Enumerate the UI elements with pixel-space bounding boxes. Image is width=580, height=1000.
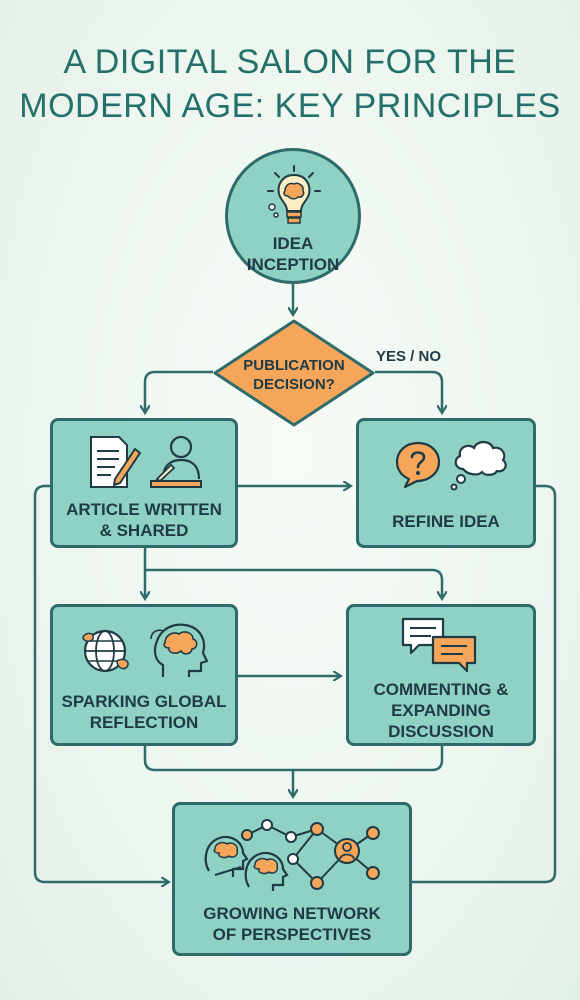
decision-line-2: DECISION? bbox=[253, 376, 335, 393]
globe-icon bbox=[82, 629, 129, 673]
publication-decision-label: PUBLICATION DECISION? bbox=[213, 356, 375, 394]
arrow-decision-to-article bbox=[145, 370, 213, 412]
thought-cloud-icon bbox=[450, 440, 507, 491]
growing-network-label: GROWING NETWORK OF PERSPECTIVES bbox=[175, 903, 409, 945]
idea-inception-node: IDEA INCEPTION bbox=[225, 148, 361, 284]
commenting-node: COMMENTING & EXPANDING DISCUSSION bbox=[346, 604, 536, 746]
commenting-label: COMMENTING & EXPANDING DISCUSSION bbox=[349, 679, 533, 742]
page-title: A DIGITAL SALON FOR THE MODERN AGE: KEY … bbox=[0, 40, 580, 128]
yes-no-label: YES / NO bbox=[376, 348, 442, 365]
sparking-line-1: SPARKING GLOBAL bbox=[61, 692, 227, 711]
line-right-loop bbox=[412, 484, 557, 884]
title-line-1: A DIGITAL SALON FOR THE bbox=[63, 43, 517, 81]
chat-bubbles-icon bbox=[401, 617, 477, 673]
article-line-2: & SHARED bbox=[99, 521, 189, 540]
arrow-merge-to-network bbox=[143, 746, 444, 772]
commenting-line-1: COMMENTING & bbox=[373, 680, 509, 699]
head-brain-icon bbox=[150, 623, 209, 677]
publication-decision-diamond bbox=[213, 319, 375, 427]
idea-inception-label: IDEA INCEPTION bbox=[228, 233, 358, 275]
question-bubble-icon bbox=[395, 441, 441, 489]
idea-inception-line-2: INCEPTION bbox=[246, 255, 340, 274]
person-writing-icon bbox=[150, 435, 202, 488]
sparking-line-2: REFLECTION bbox=[89, 713, 199, 732]
refine-idea-node: REFINE IDEA bbox=[356, 418, 536, 548]
arrow-article-to-commenting bbox=[145, 568, 442, 598]
commenting-line-2: EXPANDING bbox=[391, 701, 491, 720]
sparking-reflection-label: SPARKING GLOBAL REFLECTION bbox=[53, 691, 235, 733]
head-network-icon bbox=[204, 819, 380, 891]
lightbulb-brain-icon bbox=[267, 165, 321, 224]
network-line-1: GROWING NETWORK bbox=[203, 904, 381, 923]
sparking-reflection-node: SPARKING GLOBAL REFLECTION bbox=[50, 604, 238, 746]
arrow-decision-to-refine bbox=[375, 370, 442, 412]
idea-inception-line-1: IDEA bbox=[272, 234, 314, 253]
decision-line-1: PUBLICATION bbox=[243, 357, 345, 374]
refine-idea-label: REFINE IDEA bbox=[359, 511, 533, 532]
article-written-node: ARTICLE WRITTEN & SHARED bbox=[50, 418, 238, 548]
network-line-2: OF PERSPECTIVES bbox=[212, 925, 372, 944]
article-written-label: ARTICLE WRITTEN & SHARED bbox=[53, 499, 235, 541]
growing-network-node: GROWING NETWORK OF PERSPECTIVES bbox=[172, 802, 412, 956]
article-line-1: ARTICLE WRITTEN bbox=[66, 500, 222, 519]
document-pen-icon bbox=[90, 436, 141, 488]
refine-line-1: REFINE IDEA bbox=[392, 512, 500, 531]
commenting-line-3: DISCUSSION bbox=[388, 722, 494, 741]
title-line-2: MODERN AGE: KEY PRINCIPLES bbox=[19, 87, 561, 125]
arrow-left-loop bbox=[33, 484, 168, 882]
